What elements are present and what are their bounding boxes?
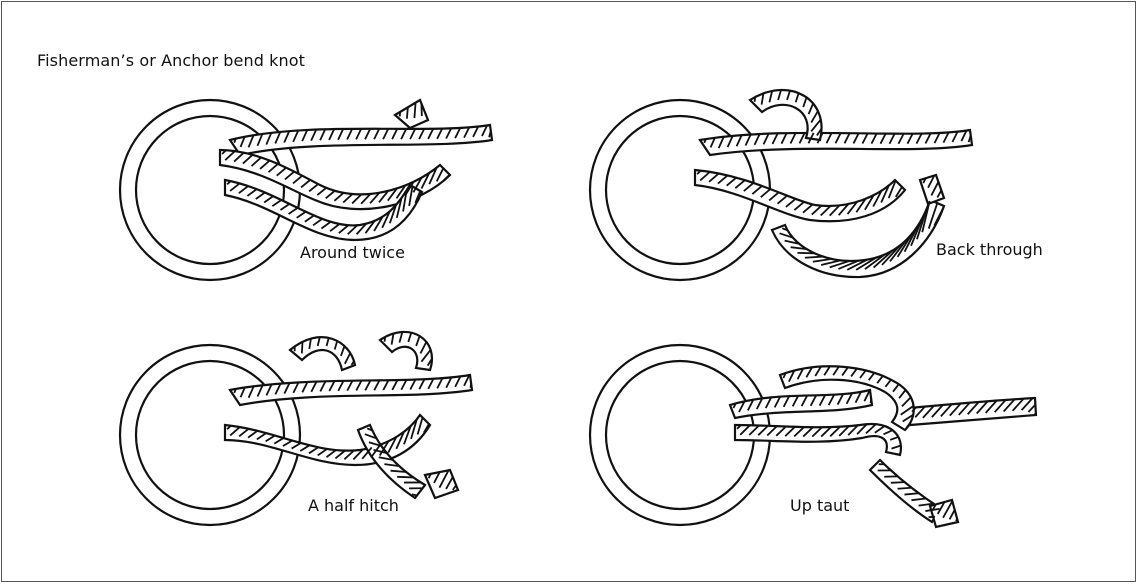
- panel-back-through: Back through: [580, 80, 1120, 320]
- caption-back-through: Back through: [936, 240, 1043, 259]
- rope-twist-mark: [871, 399, 872, 403]
- rope-twist-mark: [805, 257, 823, 258]
- rope-twist-mark: [900, 194, 902, 196]
- rope-twist-mark: [391, 471, 407, 472]
- rope-twist-mark: [891, 482, 905, 483]
- rope-twist-mark: [895, 454, 900, 455]
- caption-around-twice: Around twice: [300, 243, 405, 262]
- rope-twist-mark: [412, 494, 417, 495]
- panel-a-half-hitch: A half hitch: [110, 330, 650, 570]
- rope-twist-mark: [1034, 414, 1035, 415]
- knot-illustration-back-through: [580, 80, 1120, 320]
- rope-twist-mark: [471, 383, 472, 388]
- caption-up-taut: Up taut: [790, 496, 849, 515]
- rope-twist-mark: [418, 198, 419, 200]
- rope-twist-mark: [755, 97, 756, 102]
- figure-title: Fisherman’s or Anchor bend knot: [37, 51, 305, 70]
- rope-twist-mark: [397, 477, 413, 478]
- rope-twist-mark: [302, 342, 303, 354]
- knot-illustration-up-taut: [580, 330, 1120, 570]
- panel-around-twice: Around twice: [110, 80, 650, 320]
- knot-illustration-a-half-hitch: [110, 330, 650, 570]
- knot-illustration-around-twice: [110, 80, 650, 320]
- rope-twist-mark: [385, 337, 386, 342]
- rope-twist-mark: [414, 103, 415, 118]
- caption-a-half-hitch: A half hitch: [308, 496, 399, 515]
- rope-twist-mark: [407, 107, 408, 118]
- rope-twist-mark: [956, 519, 957, 522]
- rope-twist-mark: [898, 488, 912, 489]
- panel-up-taut: Up taut: [580, 330, 1120, 570]
